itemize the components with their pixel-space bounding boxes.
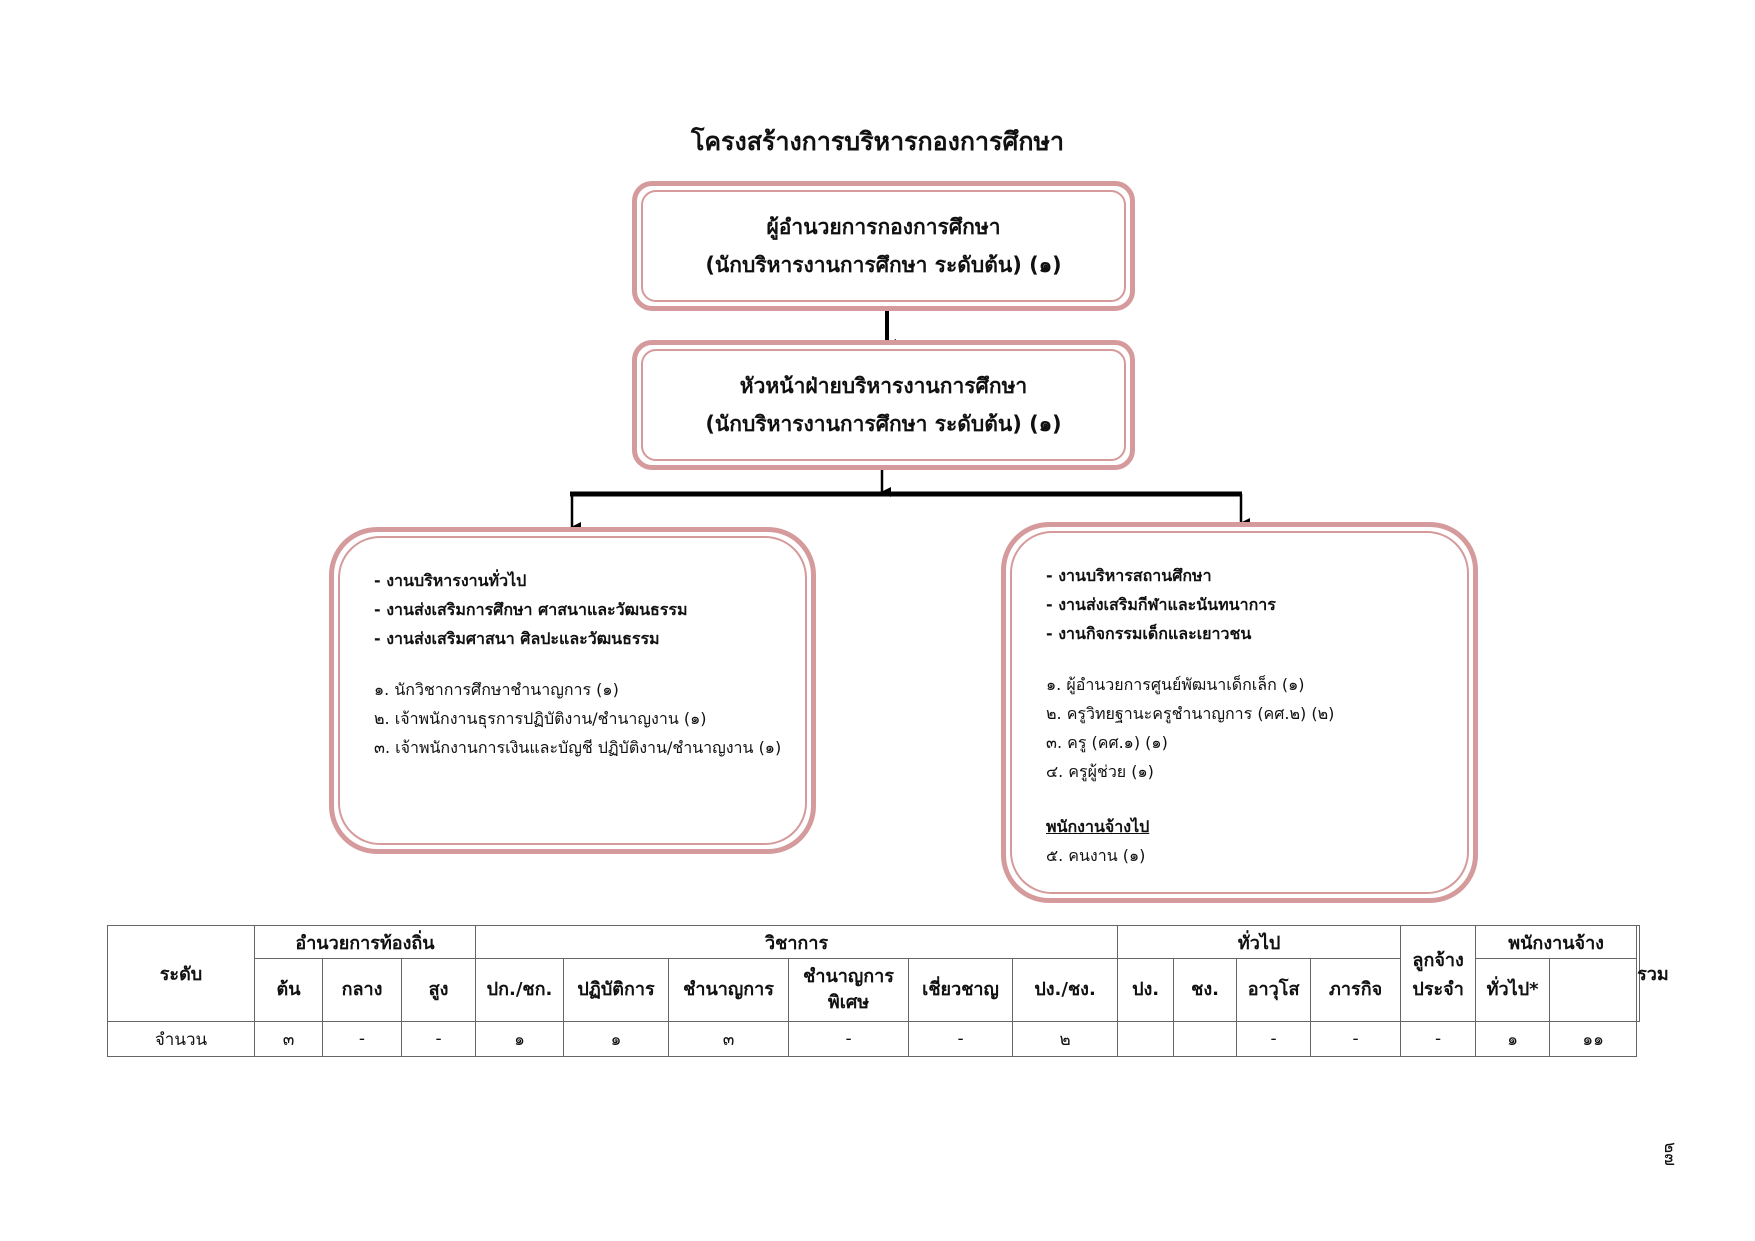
count-cell: - <box>1310 1021 1402 1057</box>
count-cell: - <box>400 1021 477 1057</box>
left-staff-3: ๓. เจ้าพนักงานการเงินและบัญชี ปฏิบัติงาน… <box>374 738 782 757</box>
left-task-3: - งานส่งเสริมศาสนา ศิลปะและวัฒนธรรม <box>374 629 660 648</box>
director-box: ผู้อำนวยการกองการศึกษา (นักบริหารงานการศ… <box>632 181 1135 311</box>
group-permanent-employee: ลูกจ้าง ประจำ <box>1400 925 1477 1022</box>
right-staff-2: ๒. ครูวิทยฐานะครูชำนาญการ (คศ.๒) (๒) <box>1046 704 1335 723</box>
col-professional: ชำนาญการ <box>668 958 790 1022</box>
count-row-label: จำนวน <box>107 1021 255 1057</box>
right-staff-1: ๑. ผู้อำนวยการศูนย์พัฒนาเด็กเล็ก (๑) <box>1046 675 1305 694</box>
col-local-mid: กลาง <box>322 958 402 1022</box>
senior-line-1: ชำนาญการ <box>803 966 894 987</box>
col-pk-chk: ปก./ชก. <box>475 958 565 1022</box>
count-total: ๑๑ <box>1549 1021 1638 1057</box>
director-title: ผู้อำนวยการกองการศึกษา <box>766 215 1001 239</box>
director-position: (นักบริหารงานการศึกษา ระดับต้น) (๑) <box>705 253 1062 277</box>
col-practitioner: ปฏิบัติการ <box>563 958 670 1022</box>
right-task-2: - งานส่งเสริมกีฬาและนันทนาการ <box>1046 595 1276 614</box>
right-task-3: - งานกิจกรรมเด็กและเยาวชน <box>1046 624 1252 643</box>
left-task-1: - งานบริหารงานทั่วไป <box>374 571 527 590</box>
senior-line-2: พิเศษ <box>827 992 870 1013</box>
col-expert: เชี่ยวชาญ <box>908 958 1014 1022</box>
right-general-staff-1: ๕. คนงาน (๑) <box>1046 846 1146 865</box>
col-chg: ชง. <box>1173 958 1238 1022</box>
right-section-box: - งานบริหารสถานศึกษา - งานส่งเสริมกีฬาแล… <box>1001 522 1478 903</box>
count-cell: ๑ <box>563 1021 670 1057</box>
count-cell: ๑ <box>475 1021 565 1057</box>
general-staff-heading: พนักงานจ้างไป <box>1046 817 1150 836</box>
count-cell: ๓ <box>254 1021 323 1057</box>
count-cell: - <box>322 1021 402 1057</box>
count-cell: - <box>788 1021 910 1057</box>
right-staff-4: ๔. ครูผู้ช่วย (๑) <box>1046 762 1154 781</box>
head-title: หัวหน้าฝ่ายบริหารงานการศึกษา <box>739 374 1028 398</box>
right-task-1: - งานบริหารสถานศึกษา <box>1046 566 1212 585</box>
left-staff-1: ๑. นักวิชาการศึกษาชำนาญการ (๑) <box>374 680 619 699</box>
page-number: ๒๗ <box>1660 1142 1680 1166</box>
left-task-2: - งานส่งเสริมการศึกษา ศาสนาและวัฒนธรรม <box>374 600 688 619</box>
col-veteran: อาวุโส <box>1236 958 1312 1022</box>
left-section-box: - งานบริหารงานทั่วไป - งานส่งเสริมการศึก… <box>329 527 816 854</box>
count-cell: ๓ <box>668 1021 790 1057</box>
col-local-low: ต้น <box>254 958 323 1022</box>
permanent-line-2: ประจำ <box>1412 978 1464 1000</box>
count-cell <box>1173 1021 1238 1057</box>
count-cell: ๒ <box>1012 1021 1119 1057</box>
head-box: หัวหน้าฝ่ายบริหารงานการศึกษา (นักบริหารง… <box>632 340 1135 470</box>
col-pg: ปง. <box>1117 958 1175 1022</box>
count-cell: - <box>1400 1021 1477 1057</box>
count-cell: - <box>908 1021 1014 1057</box>
level-header: ระดับ <box>107 925 255 1022</box>
count-cell <box>1117 1021 1175 1057</box>
left-staff-2: ๒. เจ้าพนักงานธุรการปฏิบัติงาน/ชำนาญงาน … <box>374 709 707 728</box>
group-academic: วิชาการ <box>475 925 1119 959</box>
group-general: ทั่วไป <box>1117 925 1402 959</box>
col-local-high: สูง <box>400 958 477 1022</box>
col-general-star: ทั่วไป* <box>1475 958 1551 1022</box>
page-title: โครงสร้างการบริหารกองการศึกษา <box>690 127 1065 156</box>
right-staff-3: ๓. ครู (คศ.๑) (๑) <box>1046 733 1168 752</box>
col-pg-chg: ปง./ชง. <box>1012 958 1119 1022</box>
group-local-admin: อำนวยการท้องถิ่น <box>253 925 477 959</box>
col-senior-professional: ชำนาญการ พิเศษ <box>788 958 910 1022</box>
total-header: รวม <box>1636 925 1669 1022</box>
permanent-line-1: ลูกจ้าง <box>1412 949 1464 971</box>
count-cell: - <box>1236 1021 1312 1057</box>
staffing-summary-table: ระดับ อำนวยการท้องถิ่น วิชาการ ทั่วไป ลู… <box>107 925 1669 1057</box>
col-mission: ภารกิจ <box>1310 958 1402 1022</box>
group-contract-staff: พนักงานจ้าง <box>1475 925 1638 959</box>
count-cell: ๑ <box>1475 1021 1551 1057</box>
head-position: (นักบริหารงานการศึกษา ระดับต้น) (๑) <box>705 412 1062 436</box>
